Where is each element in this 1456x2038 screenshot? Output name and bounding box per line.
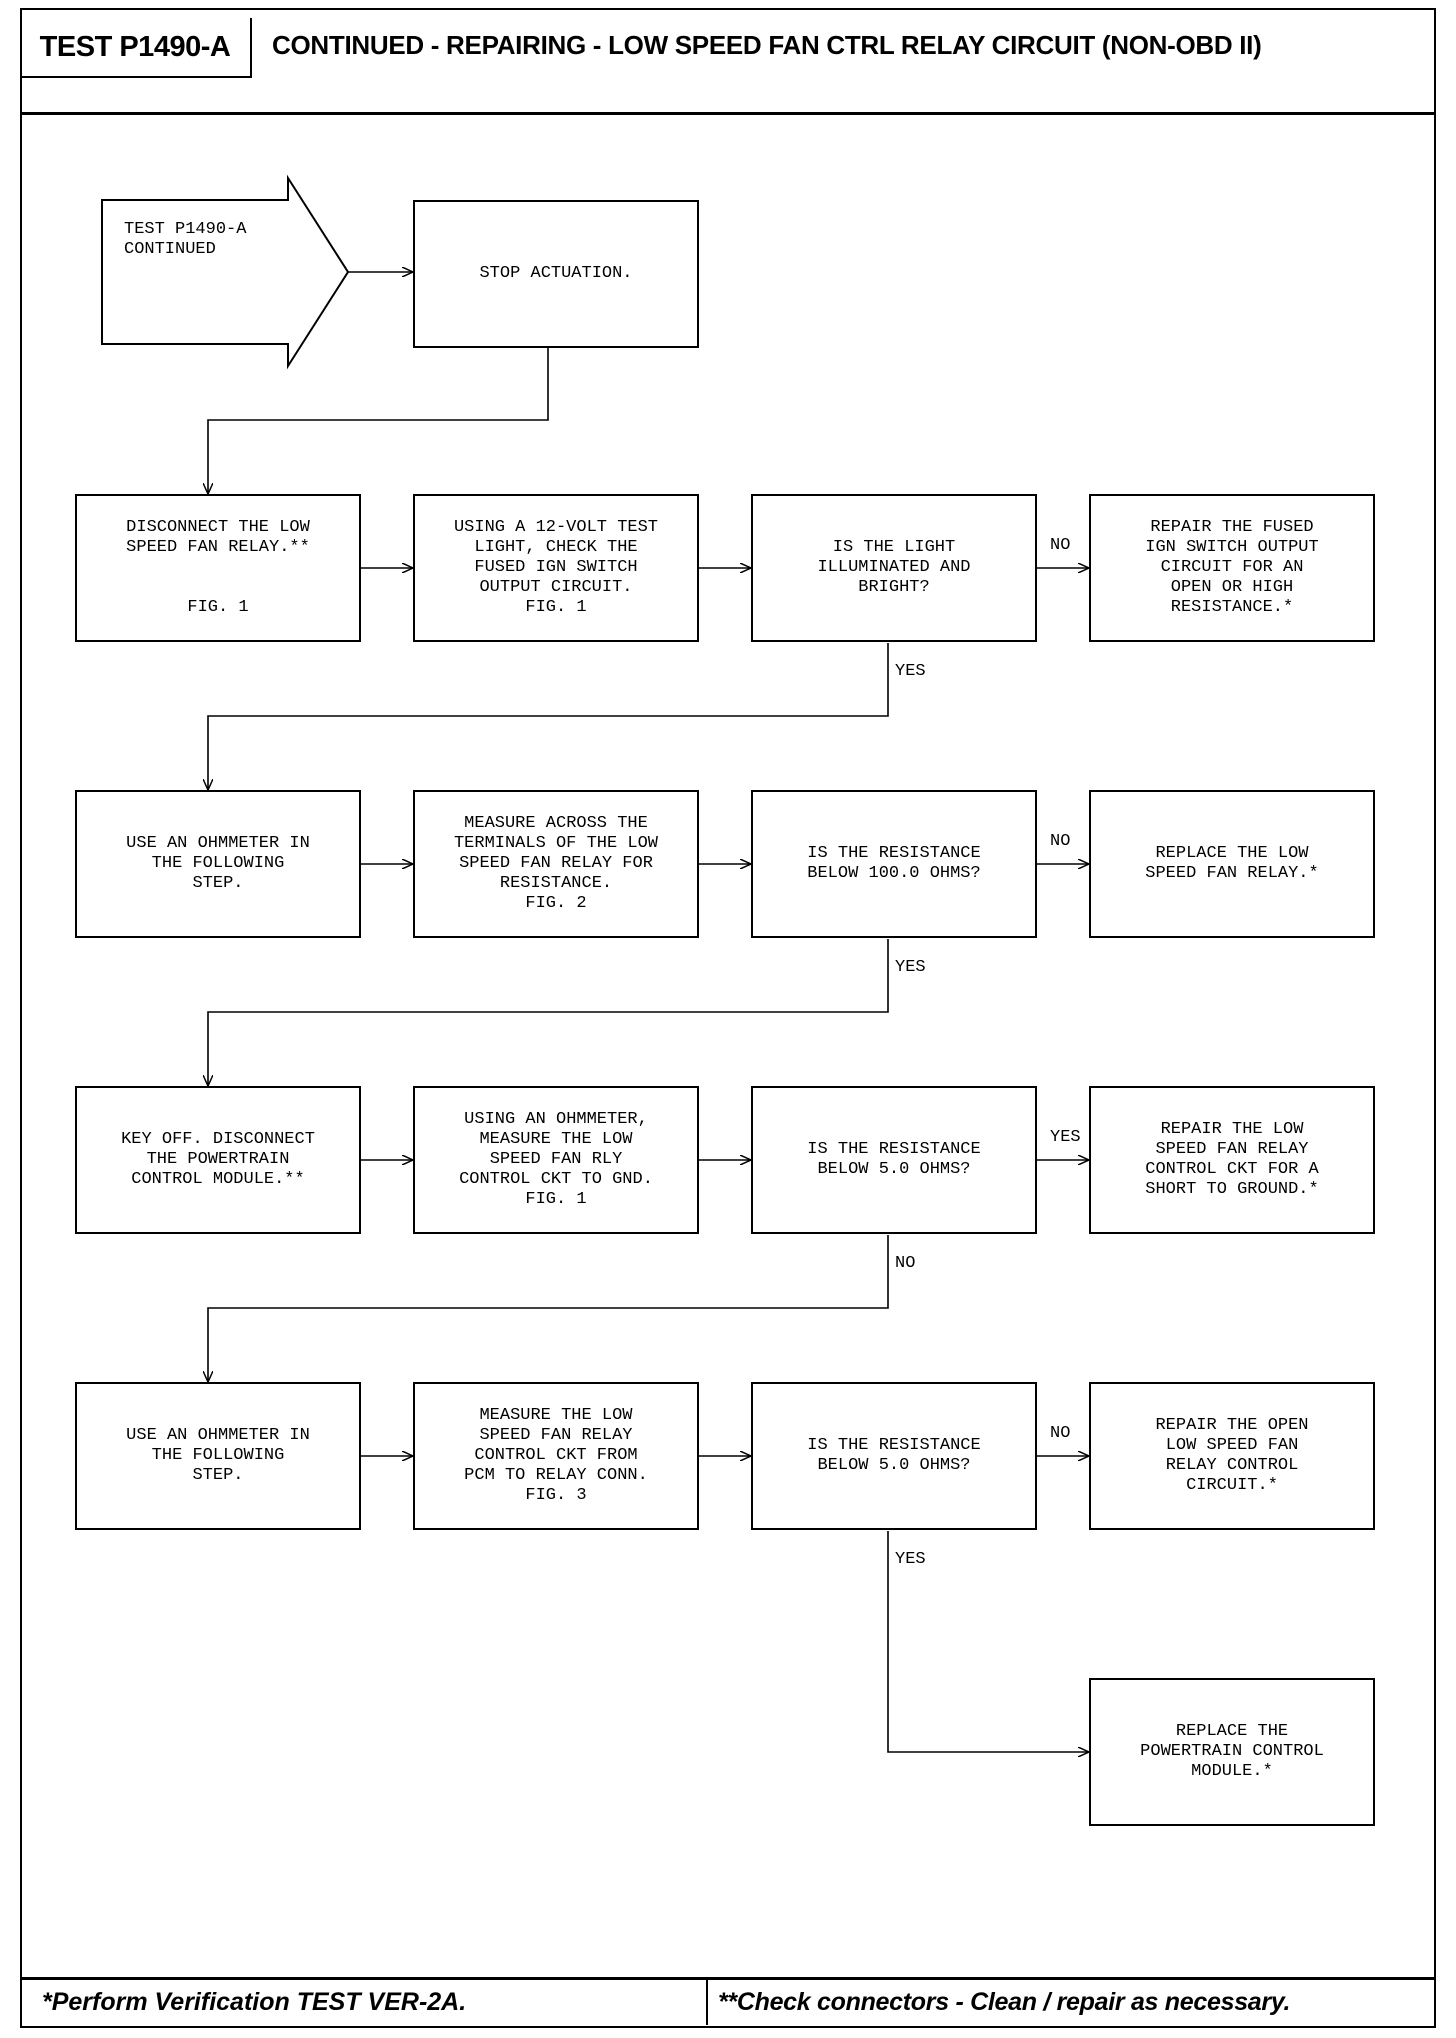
replace-pcm-box: REPLACE THE POWERTRAIN CONTROL MODULE.*: [1089, 1678, 1375, 1826]
footer-verification-note: *Perform Verification TEST VER-2A.: [42, 1988, 467, 2016]
disconnect-pcm-box: KEY OFF. DISCONNECT THE POWERTRAIN CONTR…: [75, 1086, 361, 1234]
start-label: TEST P1490-A CONTINUED: [124, 220, 247, 259]
measure-pcm-to-relay-box: MEASURE THE LOW SPEED FAN RELAY CONTROL …: [413, 1382, 699, 1530]
row4-yes-label: YES: [895, 1550, 926, 1569]
use-ohmmeter-box-2: USE AN OHMMETER IN THE FOLLOWING STEP.: [75, 1382, 361, 1530]
arrow-r3-no: [208, 1235, 889, 1382]
row3-no-label: NO: [895, 1254, 916, 1273]
start-arrow-shape: [101, 174, 350, 370]
replace-relay-box: REPLACE THE LOW SPEED FAN RELAY.*: [1089, 790, 1375, 938]
resistance-5-question-box-2: IS THE RESISTANCE BELOW 5.0 OHMS?: [751, 1382, 1037, 1530]
stop-actuation-box: STOP ACTUATION.: [413, 200, 699, 348]
arrow-r1-yes: [208, 643, 889, 790]
row1-no-label: NO: [1050, 536, 1071, 555]
repair-fused-circuit-box: REPAIR THE FUSED IGN SWITCH OUTPUT CIRCU…: [1089, 494, 1375, 642]
repair-short-box: REPAIR THE LOW SPEED FAN RELAY CONTROL C…: [1089, 1086, 1375, 1234]
test-light-check-box: USING A 12-VOLT TEST LIGHT, CHECK THE FU…: [413, 494, 699, 642]
header-divider: [20, 112, 1436, 115]
page-title: CONTINUED - REPAIRING - LOW SPEED FAN CT…: [272, 30, 1262, 60]
footer-column-divider: [706, 1977, 708, 2025]
repair-open-circuit-box: REPAIR THE OPEN LOW SPEED FAN RELAY CONT…: [1089, 1382, 1375, 1530]
disconnect-relay-box: DISCONNECT THE LOW SPEED FAN RELAY.** FI…: [75, 494, 361, 642]
page-frame: [20, 8, 1436, 2028]
measure-terminals-box: MEASURE ACROSS THE TERMINALS OF THE LOW …: [413, 790, 699, 938]
use-ohmmeter-box: USE AN OHMMETER IN THE FOLLOWING STEP.: [75, 790, 361, 938]
test-id: TEST P1490-A: [20, 18, 252, 78]
footer-divider: [20, 1977, 1436, 1980]
resistance-5-question-box: IS THE RESISTANCE BELOW 5.0 OHMS?: [751, 1086, 1037, 1234]
row2-no-label: NO: [1050, 832, 1071, 851]
row3-yes-label: YES: [1050, 1128, 1081, 1147]
arrow-r4-yes: [887, 1531, 1089, 1752]
arrow-stop-to-row1: [208, 348, 549, 494]
row1-yes-label: YES: [895, 662, 926, 681]
light-question-box: IS THE LIGHT ILLUMINATED AND BRIGHT?: [751, 494, 1037, 642]
measure-ckt-to-gnd-box: USING AN OHMMETER, MEASURE THE LOW SPEED…: [413, 1086, 699, 1234]
resistance-100-question-box: IS THE RESISTANCE BELOW 100.0 OHMS?: [751, 790, 1037, 938]
arrow-r2-yes: [208, 939, 889, 1086]
row4-no-label: NO: [1050, 1424, 1071, 1443]
row2-yes-label: YES: [895, 958, 926, 977]
footer-connectors-note: **Check connectors - Clean / repair as n…: [718, 1988, 1291, 2016]
